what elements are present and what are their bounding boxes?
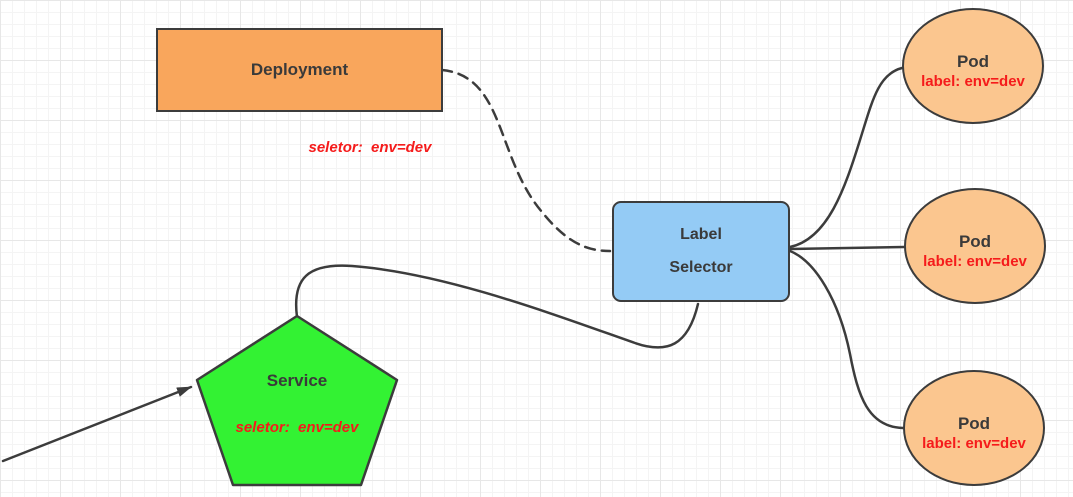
service-selector-label: seletor: env=dev	[235, 419, 359, 436]
pod-node-2: Pod label: env=dev	[904, 188, 1046, 304]
edge-selector-to-pod-2	[788, 245, 906, 251]
label-selector-line1: Label	[680, 226, 722, 243]
pod-2-label: label: env=dev	[923, 253, 1027, 270]
service-node-shape	[195, 314, 399, 487]
service-title: Service	[266, 371, 328, 390]
edge-selector-to-pod-1	[788, 66, 904, 249]
deployment-node: Deployment	[156, 28, 443, 112]
pod-3-title: Pod	[957, 414, 991, 433]
edge-arrow-to-service	[1, 385, 193, 463]
edge-deployment-to-selector	[440, 68, 612, 253]
pod-node-1: Pod label: env=dev	[902, 8, 1044, 124]
pod-3-label: label: env=dev	[922, 435, 1026, 452]
edge-service-to-selector	[294, 264, 700, 349]
pod-1-label: label: env=dev	[921, 73, 1025, 90]
deployment-title: Deployment	[250, 60, 349, 79]
label-selector-line2: Selector	[669, 259, 733, 276]
pod-2-title: Pod	[958, 232, 992, 251]
pod-1-title: Pod	[956, 52, 990, 71]
deployment-selector-label: seletor: env=dev	[308, 139, 432, 156]
pod-node-3: Pod label: env=dev	[903, 370, 1045, 486]
edge-selector-to-pod-3	[788, 249, 905, 430]
label-selector-node: Label Selector	[612, 201, 790, 302]
